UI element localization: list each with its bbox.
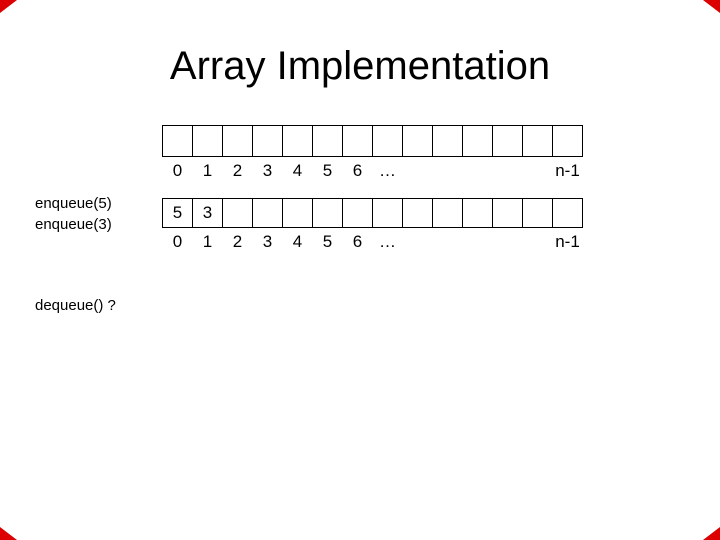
index-label [522,232,553,252]
array-cell: 5 [162,198,193,228]
array-cell [312,125,343,157]
index-label: n-1 [555,232,580,251]
index-label: 2 [232,232,243,251]
corner-mark-top-right [703,0,720,13]
index-label [462,161,493,181]
index-label [492,161,523,181]
corner-mark-bottom-right [703,527,720,540]
array-cell [342,198,373,228]
index-label: 6 [352,161,363,180]
index-label: 5 [322,232,333,251]
array-cell [522,198,553,228]
index-label [432,161,463,181]
dequeue-annotation: dequeue() ? [35,297,116,314]
index-label: 0 [172,161,183,180]
array-cell [432,125,463,157]
array-cell [192,125,223,157]
index-label [402,161,433,181]
array-cell [432,198,463,228]
array-cell [252,125,283,157]
array-cell [522,125,553,157]
array-cell [372,198,403,228]
index-label [432,232,463,252]
index-label: 2 [232,161,243,180]
array-cell [552,198,583,228]
enqueue-line-1: enqueue(5) [35,195,112,212]
enqueue-annotation: enqueue(5) enqueue(3) [35,193,112,235]
index-label [402,232,433,252]
array-cell [402,198,433,228]
array-cell [492,198,523,228]
array-cells-row [162,125,583,157]
index-label [492,232,523,252]
index-label: 4 [292,161,303,180]
array-cell [222,198,253,228]
index-label: 1 [202,161,213,180]
array-cell [252,198,283,228]
array-cell [402,125,433,157]
index-label: … [379,232,396,251]
corner-mark-top-left [0,0,17,13]
index-label: 6 [352,232,363,251]
array-cell [312,198,343,228]
corner-mark-bottom-left [0,527,17,540]
array-cell [462,198,493,228]
array-cell [462,125,493,157]
array-cell [372,125,403,157]
array-cell [492,125,523,157]
array-cell: 3 [192,198,223,228]
index-label: 0 [172,232,183,251]
index-label: … [379,161,396,180]
array-cell [282,198,313,228]
index-label: 3 [262,232,273,251]
array-cell [282,125,313,157]
index-label: n-1 [555,161,580,180]
array-cell [222,125,253,157]
slide-title: Array Implementation [169,44,551,88]
array-cell [342,125,373,157]
index-label: 4 [292,232,303,251]
index-label: 5 [322,161,333,180]
array-cell [162,125,193,157]
index-label [522,161,553,181]
index-label [462,232,493,252]
enqueue-line-2: enqueue(3) [35,216,112,233]
array-cell [552,125,583,157]
index-label: 3 [262,161,273,180]
index-label: 1 [202,232,213,251]
